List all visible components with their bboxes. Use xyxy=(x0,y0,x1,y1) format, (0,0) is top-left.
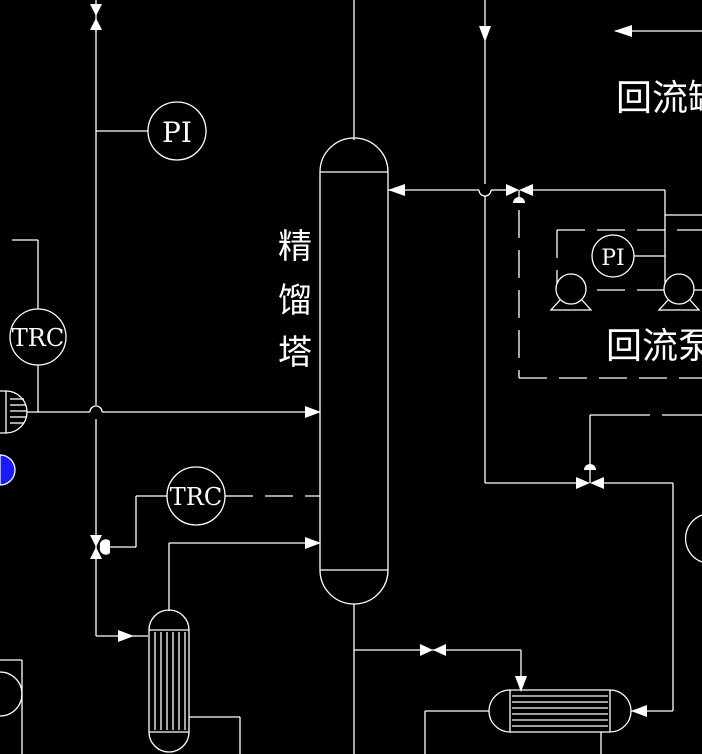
control-valve-left xyxy=(90,535,110,559)
trc-left-label: TRC xyxy=(12,324,64,352)
control-valve-reflux xyxy=(506,184,533,203)
reflux-pump-label: 回流泵 xyxy=(606,326,702,367)
bottoms-cooler xyxy=(488,689,632,733)
trc-mid-label: TRC xyxy=(170,483,222,511)
blue-pump xyxy=(0,454,16,486)
pressure-indicator-pump xyxy=(591,234,635,278)
gate-valve-top-left xyxy=(90,4,102,30)
column-label-char-1: 精 xyxy=(278,227,312,267)
pressure-indicator-top xyxy=(147,101,207,161)
distillation-column xyxy=(319,137,389,605)
control-valve-right xyxy=(576,464,604,489)
reflux-pump-2 xyxy=(657,273,701,311)
reflux-tank-label: 回流罐 xyxy=(616,78,702,119)
gate-valve-bottoms xyxy=(420,644,446,656)
pi-top-label: PI xyxy=(162,116,192,149)
left-vertical-line xyxy=(89,0,103,636)
column-label-char-2: 馏 xyxy=(278,281,312,321)
pi-pump-label: PI xyxy=(601,246,625,271)
reboiler xyxy=(148,609,190,753)
column-label-char-3: 塔 xyxy=(278,333,312,373)
reflux-pump-1 xyxy=(549,273,593,311)
feed-preheater xyxy=(0,390,28,434)
